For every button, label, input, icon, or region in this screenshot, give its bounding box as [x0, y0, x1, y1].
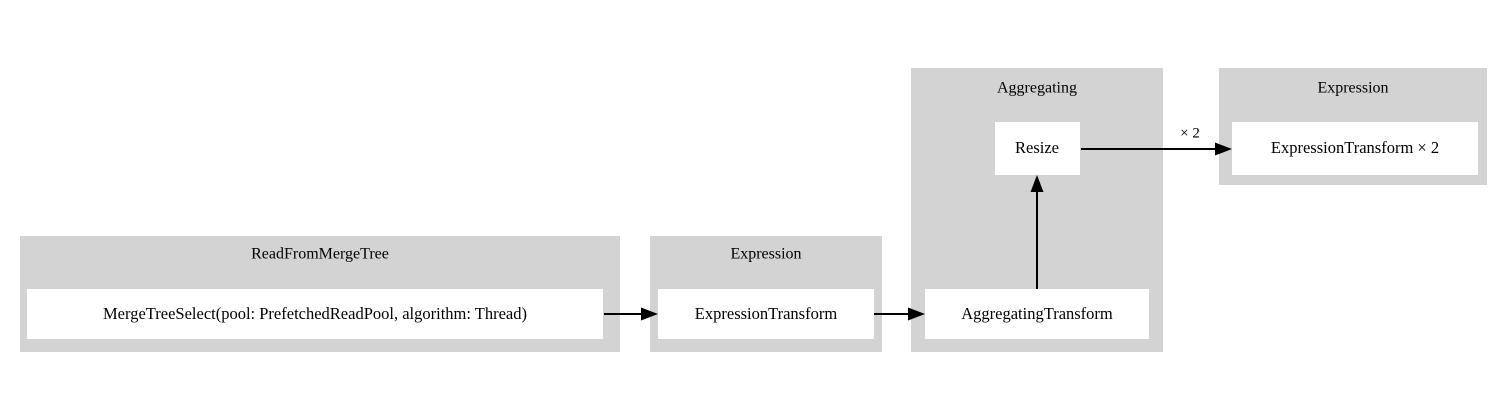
- node-merge-tree-select[interactable]: MergeTreeSelect(pool: PrefetchedReadPool…: [27, 289, 603, 339]
- node-aggregating-transform-label: AggregatingTransform: [961, 304, 1113, 323]
- node-resize-box[interactable]: [995, 122, 1080, 175]
- node-expression-transform-label: ExpressionTransform: [695, 304, 838, 323]
- node-expression-transform[interactable]: ExpressionTransform: [658, 289, 874, 339]
- node-expression-transform-x2[interactable]: ExpressionTransform × 2: [1232, 122, 1478, 175]
- cluster-read-from-merge-tree: ReadFromMergeTree MergeTreeSelect(pool: …: [20, 236, 620, 352]
- edge-aggregating-to-resize: [1030, 175, 1044, 289]
- cluster-expression-right: Expression ExpressionTransform × 2: [1219, 68, 1487, 185]
- node-merge-tree-select-label: MergeTreeSelect(pool: PrefetchedReadPool…: [103, 304, 527, 323]
- node-resize-label: Resize: [1015, 138, 1059, 157]
- cluster-expression-left: Expression ExpressionTransform: [650, 236, 882, 352]
- node-resize[interactable]: Resize: [995, 122, 1080, 175]
- node-aggregating-transform[interactable]: AggregatingTransform: [925, 289, 1149, 339]
- node-expression-transform-x2-label: ExpressionTransform × 2: [1271, 138, 1439, 157]
- node-merge-tree-select-box[interactable]: [27, 289, 603, 339]
- node-expression-transform-x2-box[interactable]: [1232, 122, 1478, 175]
- cluster-read-from-merge-tree-title: ReadFromMergeTree: [251, 246, 389, 263]
- cluster-expression-right-title: Expression: [1317, 80, 1388, 97]
- edge-resize-to-expression-x2: × 2: [1081, 125, 1232, 156]
- edge-expression-to-aggregating: [874, 307, 925, 321]
- edge-aggregating-to-resize-arrowhead: [1030, 175, 1044, 192]
- edge-resize-to-expression-x2-label: × 2: [1180, 125, 1200, 141]
- edge-resize-to-expression-x2-arrowhead: [1215, 142, 1232, 156]
- node-expression-transform-box[interactable]: [658, 289, 874, 339]
- cluster-expression-left-title: Expression: [730, 246, 801, 263]
- edge-merge-to-expression: [604, 307, 658, 321]
- node-aggregating-transform-box[interactable]: [925, 289, 1149, 339]
- edge-merge-to-expression-arrowhead: [641, 307, 658, 321]
- edge-expression-to-aggregating-arrowhead: [908, 307, 925, 321]
- cluster-aggregating-title: Aggregating: [997, 80, 1077, 97]
